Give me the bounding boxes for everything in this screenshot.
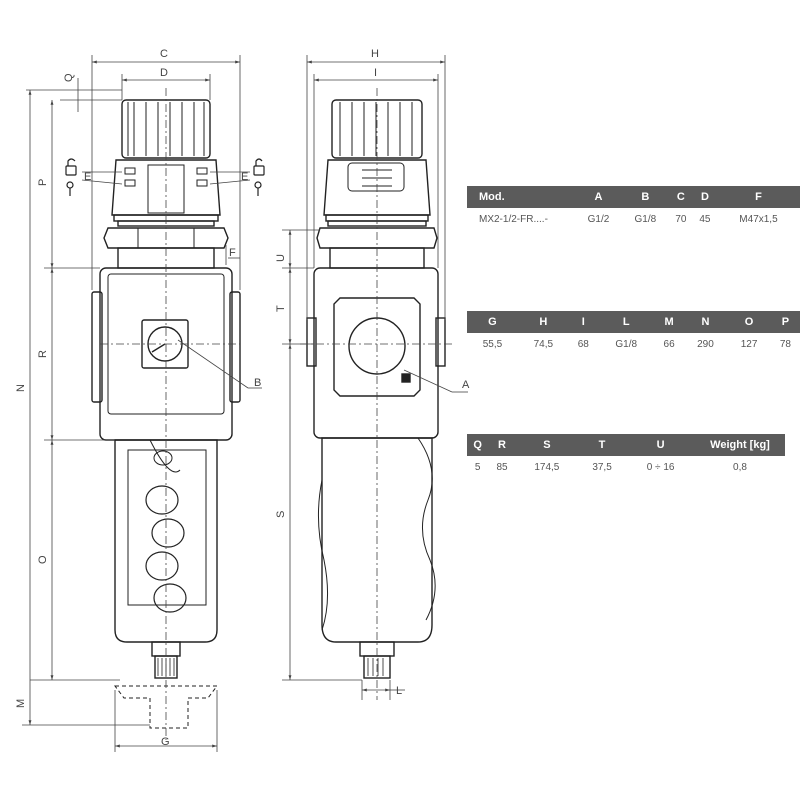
- table-cell: 85: [496, 461, 508, 473]
- table-cell: 70: [675, 213, 687, 225]
- col-header: L: [597, 311, 655, 333]
- side-nut: [316, 227, 438, 249]
- table-row: MX2-1/2-FR....- G1/2 G1/8 70 45 M47x1,5: [467, 208, 800, 230]
- table-cell: 37,5: [592, 461, 612, 473]
- table-cell: 127: [740, 338, 758, 350]
- table-cell: G1/8: [634, 213, 657, 225]
- spec-table-1-header: Mod. A B C D F: [467, 186, 800, 208]
- dim-label-p: P: [37, 179, 49, 186]
- front-nut: [103, 227, 229, 249]
- col-header: N: [683, 311, 728, 333]
- dim-label-d: D: [160, 67, 168, 79]
- col-header: T: [577, 434, 627, 456]
- col-header: A: [575, 186, 622, 208]
- dim-label-i: I: [374, 67, 377, 79]
- side-bowl: [321, 437, 433, 643]
- table-cell: 78: [779, 338, 791, 350]
- table-cell: 45: [699, 213, 711, 225]
- table-cell: 74,5: [533, 338, 554, 350]
- dim-label-l: L: [396, 685, 402, 697]
- side-collar: [323, 159, 431, 216]
- spec-table-3: Q R S T U Weight [kg] 5 85 174,5 37,5 0 …: [467, 434, 785, 478]
- dim-label-f: F: [229, 247, 236, 259]
- table-cell: MX2-1/2-FR....-: [479, 213, 548, 225]
- spec-table-1: Mod. A B C D F MX2-1/2-FR....- G1/2 G1/8…: [467, 186, 800, 230]
- dim-label-e-left: E: [84, 171, 91, 183]
- table-cell: 68: [577, 338, 589, 350]
- col-header: F: [716, 186, 800, 208]
- dim-label-g: G: [161, 736, 170, 748]
- table-cell: M47x1,5: [739, 213, 778, 225]
- table-cell: G1/8: [615, 338, 638, 350]
- col-header: R: [488, 434, 516, 456]
- col-header: O: [727, 311, 771, 333]
- col-header: U: [626, 434, 695, 456]
- lock-icon-left: [65, 158, 77, 196]
- dim-label-a: A: [462, 379, 470, 391]
- col-header: B: [621, 186, 669, 208]
- dim-label-s: S: [275, 511, 287, 518]
- spec-table-2-header: G H I L M N O P: [467, 311, 800, 333]
- table-cell: 66: [663, 338, 675, 350]
- col-header: Weight [kg]: [695, 434, 785, 456]
- col-header: H: [517, 311, 569, 333]
- col-header: C: [668, 186, 693, 208]
- dim-label-b: B: [254, 377, 261, 389]
- col-header: G: [467, 311, 518, 333]
- dim-label-e-right: E: [241, 171, 248, 183]
- front-view: [65, 99, 265, 729]
- col-header: P: [770, 311, 800, 333]
- dim-label-r: R: [37, 350, 49, 358]
- dim-label-o: O: [37, 555, 49, 564]
- spec-table-3-header: Q R S T U Weight [kg]: [467, 434, 785, 456]
- dim-label-c: C: [160, 48, 168, 60]
- front-collar: [111, 159, 221, 216]
- table-cell: 174,5: [534, 461, 560, 473]
- table-cell: 55,5: [482, 338, 503, 350]
- front-bowl: [114, 439, 218, 643]
- side-port-frame: [333, 297, 421, 397]
- col-header: S: [515, 434, 578, 456]
- col-header: Q: [467, 434, 489, 456]
- dim-label-q: Q: [63, 73, 75, 82]
- front-knob-ribs: [127, 102, 205, 156]
- front-dimensions: [22, 55, 262, 752]
- dim-label-h: H: [371, 48, 379, 60]
- table-cell: 290: [697, 338, 714, 350]
- table-row: 55,5 74,5 68 G1/8 66 290 127 78: [467, 333, 800, 355]
- spec-table-2: G H I L M N O P 55,5 74,5 68 G1/8 66 290…: [467, 311, 800, 355]
- dimension-labels: C D Q P N R O M G E E F B H I U T S L A: [15, 48, 470, 748]
- dim-label-t: T: [275, 305, 287, 312]
- col-header: Mod.: [467, 186, 575, 208]
- table-row: 5 85 174,5 37,5 0 ÷ 16 0,8: [467, 456, 785, 478]
- col-header: D: [692, 186, 717, 208]
- table-cell: 0 ÷ 16: [646, 461, 675, 473]
- dim-label-m: M: [15, 699, 27, 708]
- col-header: M: [654, 311, 684, 333]
- table-cell: 0,8: [733, 461, 747, 473]
- side-view: [306, 99, 446, 679]
- side-dimensions: [282, 55, 468, 700]
- table-cell: G1/2: [587, 213, 610, 225]
- dim-label-n: N: [15, 384, 27, 392]
- table-cell: 5: [474, 461, 481, 473]
- col-header: I: [568, 311, 598, 333]
- dim-label-u: U: [275, 254, 287, 262]
- lock-icon-right: [253, 158, 265, 196]
